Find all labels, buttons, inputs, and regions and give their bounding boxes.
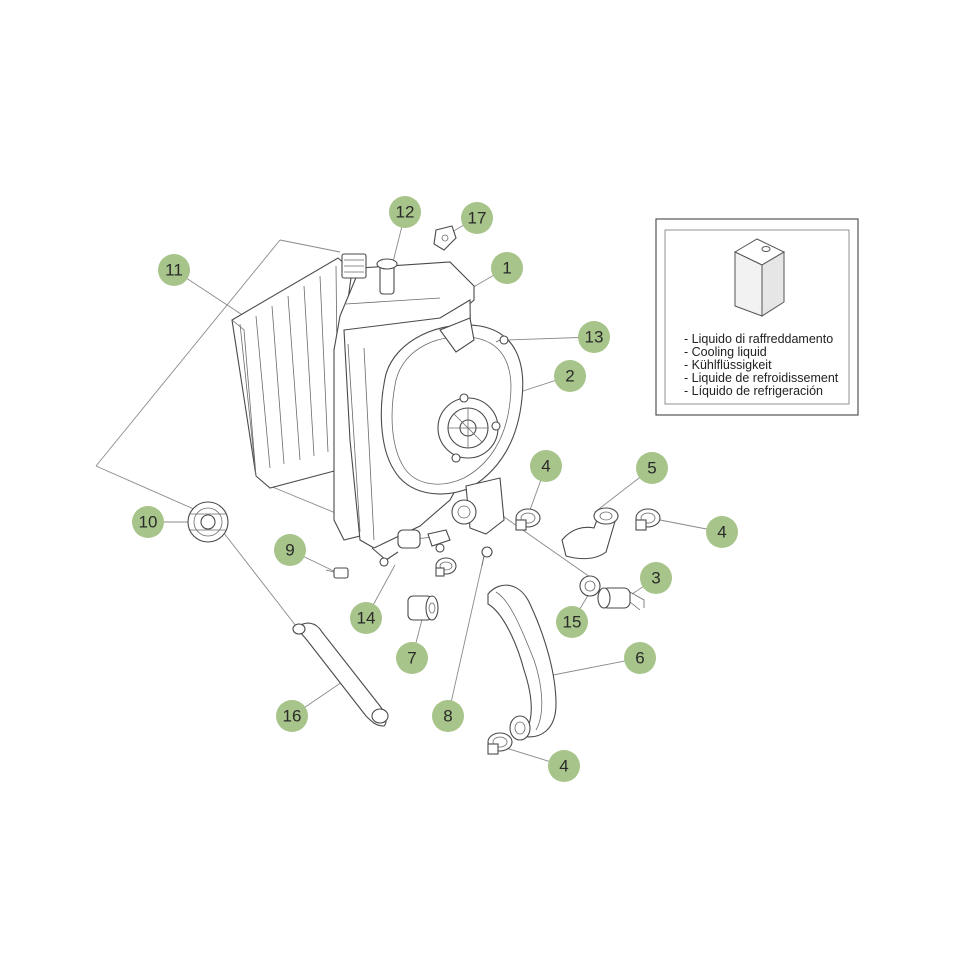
callout-17[interactable]: 17 bbox=[461, 202, 493, 234]
callout-7[interactable]: 7 bbox=[396, 642, 428, 674]
callout-1[interactable]: 1 bbox=[491, 252, 523, 284]
legend-line-de: - Kühlflüssigkeit bbox=[684, 358, 772, 372]
callout-label: 10 bbox=[139, 513, 158, 532]
callout-label: 11 bbox=[165, 261, 183, 280]
thermo-switch bbox=[597, 587, 645, 611]
filler-cap-spring bbox=[341, 253, 367, 279]
callout-label: 7 bbox=[407, 649, 416, 668]
callout-label: 5 bbox=[647, 459, 656, 478]
hose-clamp bbox=[487, 732, 513, 755]
callout-8[interactable]: 8 bbox=[432, 700, 464, 732]
callout-5[interactable]: 5 bbox=[636, 452, 668, 484]
callout-label: 3 bbox=[651, 569, 660, 588]
callout-13[interactable]: 13 bbox=[578, 321, 610, 353]
cooling-fan bbox=[380, 317, 524, 535]
callouts: 12 17 11 1 13 2 4 5 bbox=[132, 196, 738, 782]
overflow-hose bbox=[292, 622, 389, 727]
clip bbox=[433, 225, 457, 251]
callout-label: 12 bbox=[396, 203, 415, 222]
legend-box: - Liquido di raffreddamento - Cooling li… bbox=[655, 218, 859, 416]
callout-3[interactable]: 3 bbox=[640, 562, 672, 594]
legend-line-it: - Liquido di raffreddamento bbox=[684, 332, 833, 346]
hose-clamp bbox=[515, 508, 541, 531]
legend-line-fr: - Liquide de refroidissement bbox=[684, 371, 839, 385]
callout-label: 1 bbox=[502, 259, 511, 278]
callout-16[interactable]: 16 bbox=[276, 700, 308, 732]
callout-label: 2 bbox=[565, 367, 574, 386]
callout-label: 4 bbox=[717, 523, 726, 542]
temperature-sensor bbox=[427, 529, 451, 553]
mounting-screw bbox=[481, 546, 493, 567]
sealing-washer bbox=[579, 575, 601, 597]
callout-2[interactable]: 2 bbox=[554, 360, 586, 392]
callout-label: 13 bbox=[585, 328, 604, 347]
callout-10[interactable]: 10 bbox=[132, 506, 164, 538]
callout-label: 4 bbox=[541, 457, 550, 476]
callout-15[interactable]: 15 bbox=[556, 606, 588, 638]
legend-line-es: - Líquido de refrigeración bbox=[684, 384, 823, 398]
screw bbox=[495, 335, 509, 345]
callout-9[interactable]: 9 bbox=[274, 534, 306, 566]
callout-label: 4 bbox=[559, 757, 568, 776]
callout-label: 15 bbox=[563, 613, 582, 632]
coolant-container-icon bbox=[733, 238, 786, 317]
callout-label: 14 bbox=[357, 609, 376, 628]
radiator-cap bbox=[187, 501, 229, 543]
elbow-hose bbox=[561, 507, 619, 560]
callout-4-upper[interactable]: 4 bbox=[530, 450, 562, 482]
callout-12[interactable]: 12 bbox=[389, 196, 421, 228]
callout-6[interactable]: 6 bbox=[624, 642, 656, 674]
rubber-mount bbox=[407, 595, 439, 621]
callout-4-lower[interactable]: 4 bbox=[548, 750, 580, 782]
callout-label: 17 bbox=[468, 209, 487, 228]
callout-label: 16 bbox=[283, 707, 302, 726]
callout-label: 8 bbox=[443, 707, 452, 726]
lower-hose bbox=[487, 584, 557, 741]
bleed-bolt bbox=[325, 567, 349, 579]
callout-11[interactable]: 11 bbox=[158, 254, 190, 286]
hose-clamp bbox=[635, 508, 661, 531]
callout-label: 9 bbox=[285, 541, 294, 560]
hose-clamp bbox=[435, 557, 457, 577]
callout-4-right[interactable]: 4 bbox=[706, 516, 738, 548]
legend-line-en: - Cooling liquid bbox=[684, 345, 767, 359]
callout-label: 6 bbox=[635, 649, 644, 668]
callout-14[interactable]: 14 bbox=[350, 602, 382, 634]
